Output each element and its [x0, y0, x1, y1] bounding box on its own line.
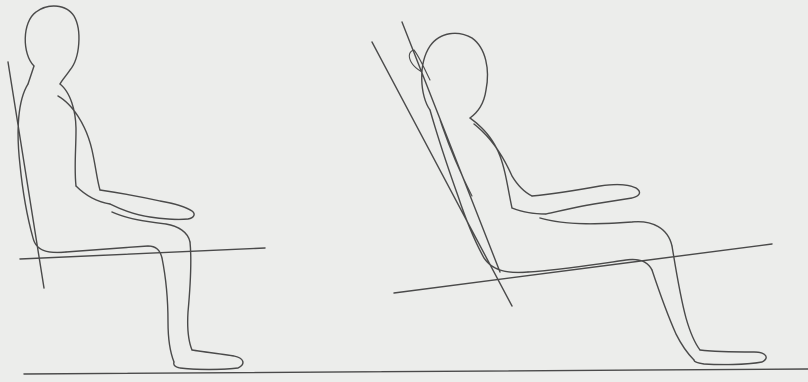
- right-forearm: [532, 185, 639, 214]
- right-upper-arm: [474, 124, 532, 196]
- right-backrest-line-outer: [372, 42, 512, 306]
- right-foot: [694, 350, 766, 365]
- right-thigh-top: [540, 218, 672, 246]
- left-upper-arm: [58, 96, 100, 190]
- reclined-sitting-figure: [372, 22, 772, 365]
- left-backrest-line: [8, 62, 44, 288]
- right-upper-arm-inner: [512, 208, 546, 214]
- right-head: [422, 33, 488, 118]
- left-shin-back: [162, 258, 174, 362]
- left-foot: [174, 350, 243, 370]
- left-shin-front: [188, 242, 192, 350]
- right-head-back: [409, 50, 430, 80]
- floor-line: [24, 369, 808, 374]
- upright-sitting-figure: [8, 6, 265, 369]
- left-head: [25, 6, 79, 84]
- left-forearm: [100, 190, 194, 219]
- left-upper-arm-inner: [76, 186, 110, 204]
- left-neck: [28, 66, 34, 84]
- right-shin-back: [652, 270, 694, 360]
- right-seat-line: [394, 244, 772, 293]
- left-seat-line: [20, 248, 265, 259]
